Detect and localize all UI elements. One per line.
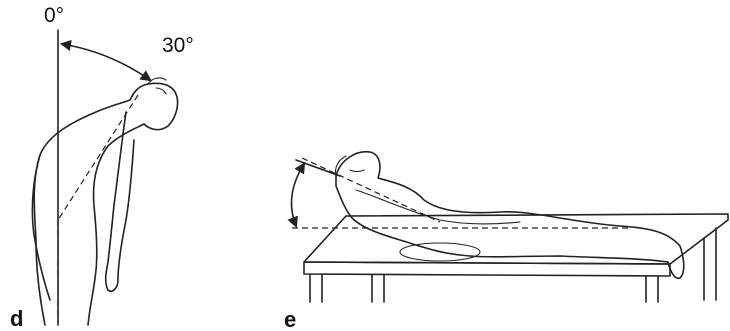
angle-label-zero: 0° — [44, 4, 64, 27]
panel-d-figure — [32, 30, 177, 325]
panel-label-e: e — [284, 307, 296, 331]
standing-body-outline — [34, 83, 177, 325]
extension-angle-arc-e — [292, 164, 305, 226]
table-front-edge — [304, 262, 670, 276]
panel-label-d: d — [10, 306, 23, 331]
standing-head — [148, 78, 166, 94]
angle-ray-e — [296, 160, 340, 176]
extension-angle-arc — [62, 44, 150, 80]
trunk-axis-dashed — [58, 95, 138, 220]
angle-label-thirty: 30° — [162, 34, 194, 57]
panel-e-figure — [292, 152, 729, 302]
trunk-axis-dashed-e — [302, 158, 440, 222]
